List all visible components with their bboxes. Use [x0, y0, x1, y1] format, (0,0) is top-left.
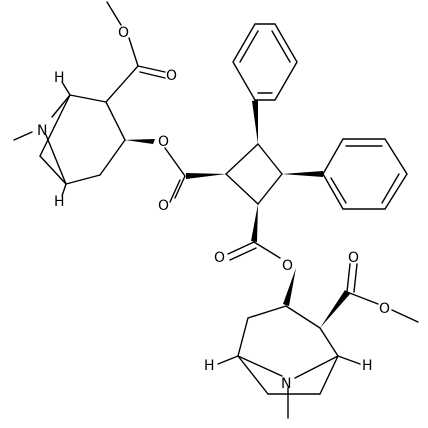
bond	[253, 241, 281, 259]
bond	[247, 305, 287, 319]
bond	[346, 263, 351, 293]
bottom-tropane-unit	[217, 241, 419, 419]
bond	[61, 81, 71, 96]
atom-label-hydrogen: H	[54, 194, 65, 210]
bond	[229, 247, 257, 261]
atom-label-oxygen: O	[214, 250, 225, 266]
atom-label-nitrogen: N	[281, 376, 291, 392]
atom-label-hydrogen: H	[362, 358, 373, 374]
bond	[51, 94, 71, 118]
atom-label-oxygen: O	[158, 198, 169, 214]
wedge-bond	[252, 100, 258, 144]
wedge-bond	[186, 173, 226, 179]
right-phenyl-ring	[322, 138, 408, 210]
top-tropane-unit	[13, 1, 186, 203]
upper-phenyl-ring	[232, 23, 298, 101]
bond	[257, 173, 283, 205]
atom-label-hydrogen: H	[204, 358, 215, 374]
bond	[237, 317, 249, 357]
bond	[346, 291, 379, 305]
bond	[381, 173, 400, 204]
bond	[128, 37, 139, 67]
benzene-ring	[322, 138, 408, 210]
bond	[285, 305, 321, 329]
atom-label-oxygen: O	[282, 258, 293, 274]
wedge-bond	[283, 268, 296, 306]
bond	[139, 71, 166, 79]
bond	[239, 30, 259, 63]
bond	[319, 327, 339, 357]
bond	[294, 355, 339, 379]
bond	[105, 65, 139, 103]
bond	[106, 1, 122, 26]
bond	[217, 355, 239, 365]
bond	[105, 101, 126, 141]
benzene-ring	[232, 23, 298, 101]
bond	[174, 175, 186, 199]
bond	[237, 355, 269, 395]
bond	[225, 173, 259, 205]
atom-label-nitrogen: N	[37, 123, 47, 139]
atom-label-oxygen: O	[118, 25, 129, 41]
bond	[237, 355, 283, 377]
bond	[169, 179, 181, 203]
wedge-bond	[251, 204, 258, 242]
bond	[65, 174, 101, 185]
bond	[39, 155, 67, 185]
bond	[13, 131, 33, 141]
bond	[227, 241, 255, 255]
bond	[337, 355, 361, 365]
bond	[225, 143, 259, 175]
bond	[257, 143, 283, 175]
atom-label-oxygen: O	[348, 250, 359, 266]
bond	[69, 94, 107, 103]
bond	[319, 355, 339, 395]
bond	[271, 30, 291, 63]
wedge-bond	[125, 139, 155, 144]
atom-label-oxygen: O	[158, 134, 169, 150]
wedge-bond	[320, 290, 350, 328]
wedge-bond	[282, 171, 323, 177]
atom-label-hydrogen: H	[54, 70, 65, 86]
bond	[164, 147, 186, 177]
bond	[99, 139, 126, 176]
bond	[39, 94, 71, 157]
bond	[61, 183, 67, 197]
bond	[330, 177, 347, 204]
bond	[137, 65, 166, 73]
cyclobutane-core	[186, 100, 323, 242]
atom-label-oxygen: O	[166, 68, 177, 84]
atom-label-oxygen: O	[379, 301, 390, 317]
bond	[353, 263, 358, 293]
bond	[45, 134, 67, 185]
bond	[391, 309, 419, 323]
